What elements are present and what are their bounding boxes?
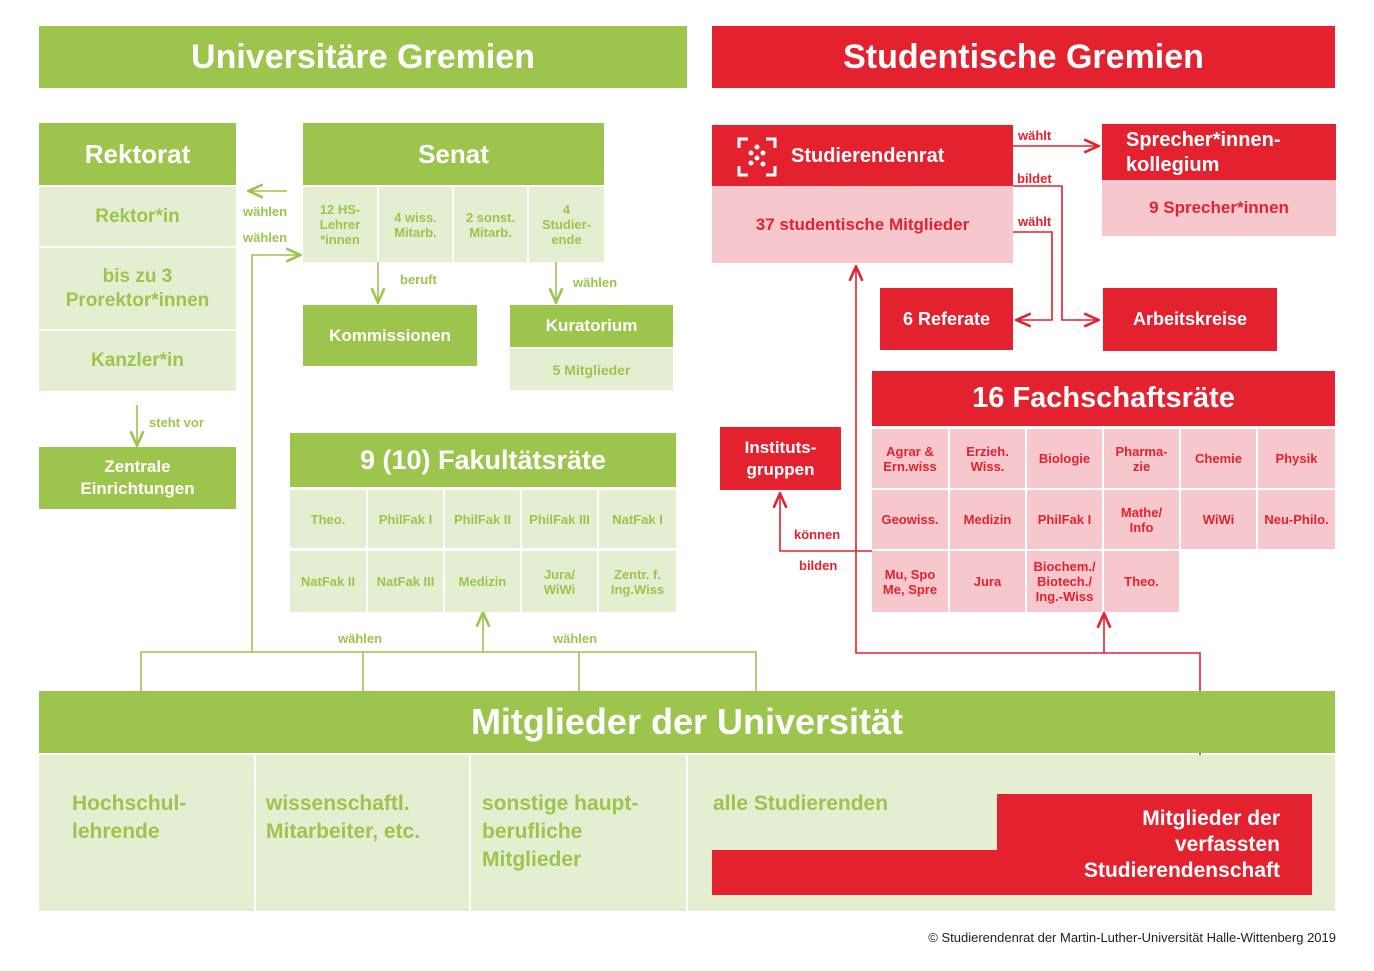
fachschaftsrat-cell: Medizin [950, 490, 1025, 549]
mitglieder-col-wiss-mitarbeiter: wissenschaftl. Mitarbeiter, etc. [256, 755, 469, 911]
bracket-fakultaet [140, 651, 757, 691]
fachschaftsrat-cell: Jura [950, 551, 1025, 612]
fachschaftsrat-cell: Physik [1258, 429, 1335, 488]
fakultaet-cell: NatFak III [368, 551, 443, 612]
mitglieder-col-hochschullehrende: Hochschul-lehrende [39, 755, 254, 911]
fachschaftsrat-cell: Mathe/ Info [1104, 490, 1179, 549]
fachschaftsrat-cell: Biologie [1027, 429, 1102, 488]
fakultaet-cell: NatFak II [290, 551, 366, 612]
arrow-mitglieder-to-senat [251, 255, 299, 652]
institutsgruppen: Instituts-gruppen [720, 427, 841, 490]
fakultaet-cell: Medizin [445, 551, 520, 612]
label-waehlen-2: wählen [243, 230, 288, 245]
arrow-to-institutsgruppen [780, 495, 872, 552]
fakultaet-cell: PhilFak I [368, 490, 443, 548]
referate: 6 Referate [880, 288, 1013, 350]
rektorat-item-rektor: Rektor*in [39, 187, 236, 246]
label-waehlen-fak-left: wählen [338, 631, 383, 646]
header-studentische-gremien: Studentische Gremien [712, 26, 1335, 88]
fakultaet-cell: Theo. [290, 490, 366, 548]
label-bilden: bilden [799, 558, 838, 573]
fakultaet-cell: Zentr. f. Ing.Wiss [599, 551, 676, 612]
fakultaet-cell: PhilFak II [445, 490, 520, 548]
fachschaftsrat-cell: Biochem./ Biotech./ Ing.-Wiss [1027, 551, 1102, 612]
fachschaftsrat-cell: Pharma-zie [1104, 429, 1179, 488]
kommissionen: Kommissionen [303, 305, 477, 366]
footer-copyright: © Studierendenrat der Martin-Luther-Univ… [928, 930, 1336, 945]
zentrale-einrichtungen: Zentrale Einrichtungen [39, 447, 236, 509]
label-bildet: bildet [1017, 171, 1052, 186]
fakultaet-cell: PhilFak III [522, 490, 597, 548]
fachschaftsrat-cell: Chemie [1181, 429, 1256, 488]
stura-logo-icon [737, 137, 777, 177]
fachschaftsraete-title: 16 Fachschaftsräte [872, 371, 1335, 426]
header-universitaere-gremien: Universitäre Gremien [39, 26, 687, 88]
rektorat-item-prorektor: bis zu 3 Prorektor*innen [39, 248, 236, 329]
fachschaftsrat-cell: Agrar & Ern.wiss [872, 429, 948, 488]
verfasste-studierendenschaft: Mitglieder der verfassten Studierendensc… [997, 794, 1312, 895]
label-waehlen-1: wählen [243, 204, 288, 219]
senat-cell-hs-lehrer: 12 HS-Lehrer *innen [303, 187, 377, 262]
fachschaftsrat-cell: PhilFak I [1027, 490, 1102, 549]
senat-cell-sonst-mitarb: 2 sonst. Mitarb. [454, 187, 527, 262]
fakultaet-cell: NatFak I [599, 490, 676, 548]
fachschaftsrat-cell: Neu-Philo. [1258, 490, 1335, 549]
fachschaftsrat-cell: Theo. [1104, 551, 1179, 612]
senat-cell-studierende: 4 Studier-ende [529, 187, 604, 262]
mitglieder-col-sonstige: sonstige haupt-berufliche Mitglieder [471, 755, 686, 911]
stura-title-text: Studierendenrat [791, 145, 945, 167]
arbeitskreise: Arbeitskreise [1103, 288, 1277, 351]
label-beruft: beruft [400, 272, 437, 287]
senat-title: Senat [303, 123, 604, 185]
sprecher-sub: 9 Sprecher*innen [1102, 180, 1336, 236]
arrow-stura-waehlt-referate [1013, 231, 1053, 320]
senat-cell-wiss-mitarb: 4 wiss. Mitarb. [379, 187, 452, 262]
arrow-stura-bildet-ak [1013, 185, 1097, 320]
stura-title: Studierendenrat [712, 125, 1013, 186]
rektorat-item-kanzler: Kanzler*in [39, 331, 236, 391]
mitglieder-title: Mitglieder der Universität [39, 691, 1335, 753]
label-waehlt-sprecher: wählt [1018, 128, 1052, 143]
kuratorium-sub: 5 Mitglieder [510, 349, 673, 390]
label-waehlen-kuratorium: wählen [573, 275, 618, 290]
verfasste-bar [712, 850, 1012, 895]
rektorat-title: Rektorat [39, 123, 236, 185]
fakultaet-cell: Jura/ WiWi [522, 551, 597, 612]
kuratorium-title: Kuratorium [510, 305, 673, 347]
fachschaftsrat-cell: Mu, Spo Me, Spre [872, 551, 948, 612]
label-waehlen-fak-right: wählen [553, 631, 598, 646]
label-koennen: können [794, 527, 841, 542]
label-waehlt-referate: wählt [1018, 214, 1052, 229]
stura-sub: 37 studentische Mitglieder [712, 186, 1013, 263]
sprecher-title: Sprecher*innen-kollegium [1102, 124, 1336, 180]
fachschaftsrat-cell: Geowiss. [872, 490, 948, 549]
fakultaetsraete-title: 9 (10) Fakultätsräte [290, 433, 676, 487]
fachschaftsrat-cell: WiWi [1181, 490, 1256, 549]
label-steht-vor: steht vor [149, 415, 204, 430]
fachschaftsrat-cell: Erzieh. Wiss. [950, 429, 1025, 488]
